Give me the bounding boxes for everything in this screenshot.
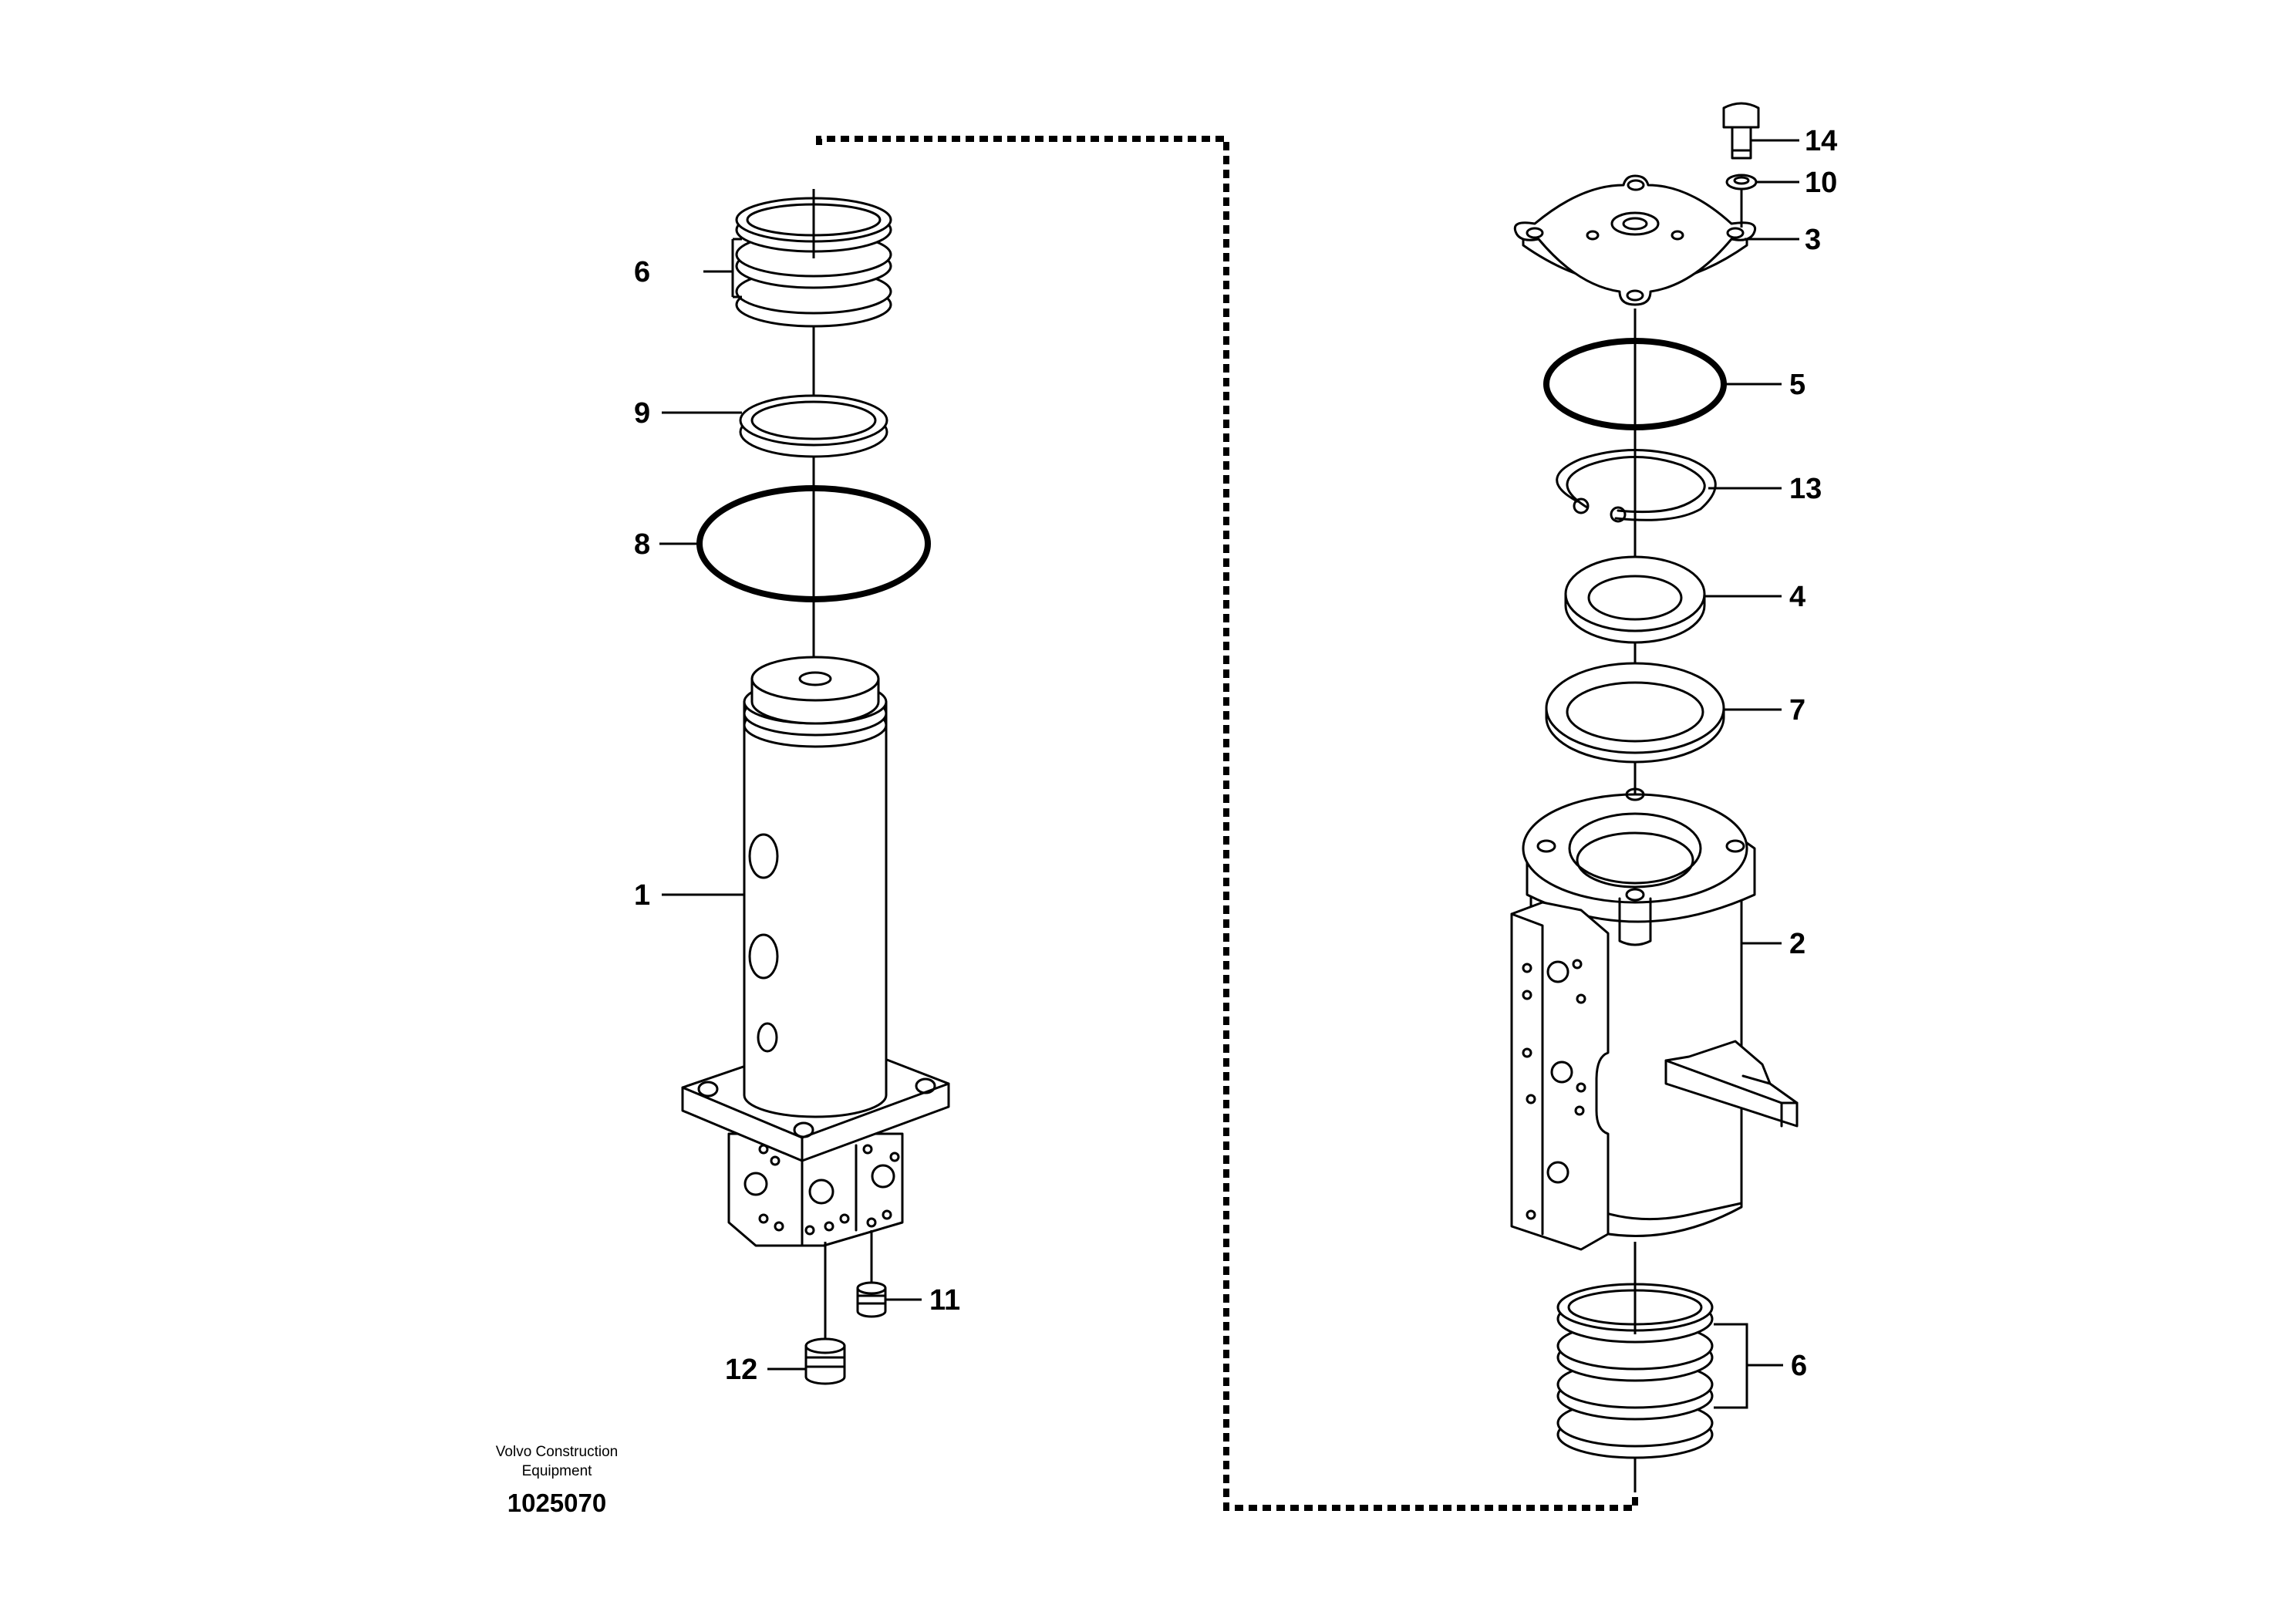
figure-number: 1025070 bbox=[507, 1489, 606, 1517]
callout-12: 12 bbox=[725, 1354, 757, 1386]
callout-8: 8 bbox=[634, 528, 650, 561]
callout-2: 2 bbox=[1789, 928, 1805, 960]
callout-5: 5 bbox=[1789, 369, 1805, 401]
callout-7: 7 bbox=[1789, 694, 1805, 727]
assembly-link-dashed-line bbox=[816, 136, 1638, 1511]
callout-6-left: 6 bbox=[634, 256, 650, 288]
cover-plate-3 bbox=[1513, 174, 1757, 306]
plug-12 bbox=[804, 1242, 846, 1385]
plug-11 bbox=[856, 1230, 887, 1318]
leader-6-right bbox=[1714, 1323, 1783, 1409]
thrust-ring-4 bbox=[1564, 555, 1706, 644]
callout-13: 13 bbox=[1789, 473, 1822, 505]
callout-10: 10 bbox=[1805, 167, 1837, 199]
callout-6-right: 6 bbox=[1791, 1350, 1807, 1382]
callout-3: 3 bbox=[1805, 224, 1821, 256]
bolt-14 bbox=[1722, 102, 1760, 160]
callout-11: 11 bbox=[929, 1284, 960, 1317]
seal-ring-stack-6-left bbox=[735, 193, 892, 328]
washer-10 bbox=[1725, 174, 1758, 191]
callout-14: 14 bbox=[1805, 125, 1837, 157]
callout-4: 4 bbox=[1789, 581, 1805, 613]
backup-ring-9 bbox=[739, 394, 888, 458]
swivel-housing-2 bbox=[1510, 787, 1799, 1251]
leader-6-left bbox=[703, 238, 742, 298]
callout-9: 9 bbox=[634, 397, 650, 430]
callout-1: 1 bbox=[634, 879, 650, 912]
credit-line-1: Volvo Construction bbox=[496, 1444, 618, 1460]
credit-line-2: Equipment bbox=[522, 1463, 593, 1479]
rotor-shaft-1 bbox=[681, 656, 950, 1247]
seal-ring-stack-6-right bbox=[1556, 1273, 1714, 1459]
snap-ring-13 bbox=[1556, 449, 1717, 523]
flat-ring-7 bbox=[1545, 662, 1725, 764]
